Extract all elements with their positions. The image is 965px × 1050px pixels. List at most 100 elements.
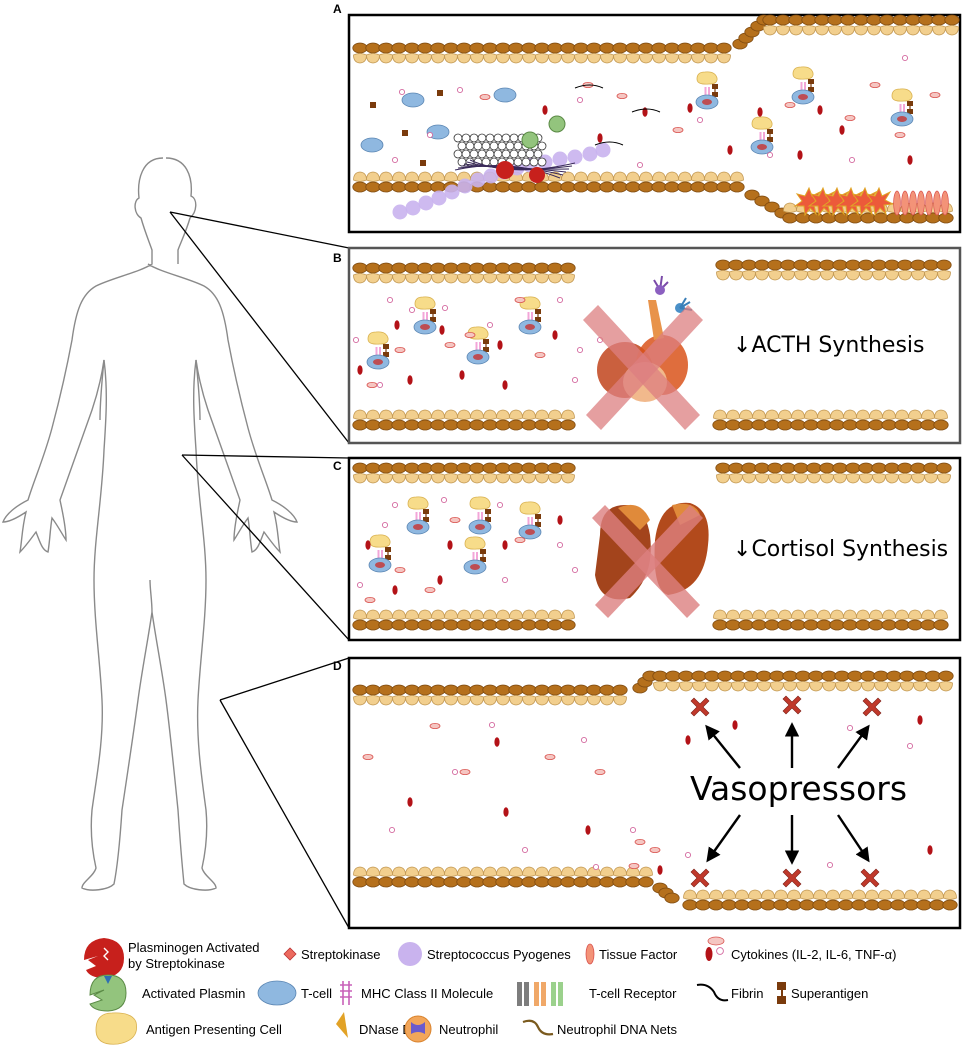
endothelial-cell-surface <box>822 681 836 692</box>
endothelial-cell <box>404 42 420 54</box>
endothelial-cell <box>838 899 854 911</box>
cytokine <box>732 720 738 730</box>
endothelial-cell-surface <box>804 609 818 620</box>
endothelial-cell-surface <box>854 25 868 36</box>
panel-d: D Vasopressors <box>333 656 962 930</box>
endothelial-cell-surface <box>379 53 393 64</box>
endothelial-cell-surface <box>807 473 821 484</box>
endothelial-cell-surface <box>802 25 816 36</box>
endothelial-cell-surface <box>379 409 393 420</box>
endothelial-cell-surface <box>791 409 805 420</box>
plasminogen-icon <box>84 938 124 978</box>
cytokine <box>376 381 384 389</box>
endothelial-cell <box>378 619 394 631</box>
endothelial-cell <box>834 670 850 682</box>
endothelial-cell-surface <box>392 409 406 420</box>
endothelial-cell <box>391 419 407 431</box>
endothelial-cell-surface <box>431 866 445 877</box>
cytokine <box>488 721 496 729</box>
cytokine <box>407 375 413 385</box>
endothelial-cell-surface <box>444 409 458 420</box>
endothelial-cell-surface <box>392 273 406 284</box>
endothelial-cell-surface <box>600 53 614 64</box>
endothelial-cell-surface <box>379 695 393 706</box>
endothelial-cell <box>482 262 498 274</box>
endothelial-cell-surface <box>774 889 788 900</box>
endothelial-cell-surface <box>483 409 497 420</box>
endothelial-cell <box>534 684 550 696</box>
endothelial-cell <box>352 181 368 193</box>
endothelial-cell-surface <box>379 171 393 182</box>
endothelial-cell-surface <box>696 889 710 900</box>
endothelial-cell-surface <box>742 473 756 484</box>
endothelial-cell <box>352 42 368 54</box>
endothelial-cell-surface <box>457 53 471 64</box>
endothelial-cell <box>788 14 804 26</box>
endothelial-cell <box>573 42 589 54</box>
cytokine <box>441 304 449 312</box>
fibrin-mesh-node <box>529 157 539 167</box>
endothelial-cell <box>547 42 563 54</box>
endothelial-cell-surface <box>522 695 536 706</box>
endothelial-cell <box>864 899 880 911</box>
streptococcus-cell <box>392 204 408 220</box>
endothelial-cell <box>780 462 796 474</box>
endothelial-cell-surface <box>781 473 795 484</box>
cytokine <box>848 156 856 164</box>
endothelial-cell <box>352 462 368 474</box>
panel-c-letter: C <box>333 459 342 473</box>
endothelial-cell-surface <box>418 171 432 182</box>
endothelial-cell <box>417 619 433 631</box>
endothelial-cell <box>678 670 694 682</box>
endothelial-cell-surface <box>865 889 879 900</box>
endothelial-cell-surface <box>691 53 705 64</box>
endothelial-cell <box>404 462 420 474</box>
endothelial-cell-surface <box>833 270 847 281</box>
endothelial-cell <box>651 42 667 54</box>
endothelial-cell <box>495 419 511 431</box>
endothelial-cell <box>365 684 381 696</box>
endothelial-cell-surface <box>405 53 419 64</box>
endothelial-cell-surface <box>353 171 367 182</box>
endothelial-cell-surface <box>483 609 497 620</box>
endothelial-cell <box>534 42 550 54</box>
cytokine <box>927 845 933 855</box>
cytokine <box>514 537 526 543</box>
legend-streptokinase: Streptokinase <box>301 947 381 962</box>
endothelial-cell-surface <box>937 473 951 484</box>
endothelial-cell <box>391 462 407 474</box>
endothelial-cell <box>764 419 780 431</box>
t-cell <box>493 87 517 103</box>
fibrin-mesh-node <box>465 141 475 151</box>
neutrophil-dna-nets-icon <box>522 1019 554 1036</box>
endothelial-cell <box>456 684 472 696</box>
endothelial-cell-surface <box>921 609 935 620</box>
cytokine <box>556 296 564 304</box>
endothelial-cell-surface <box>509 273 523 284</box>
endothelial-cell <box>365 181 381 193</box>
endothelial-cell-surface <box>783 202 797 213</box>
endothelial-cell-surface <box>809 681 823 692</box>
legend-fibrin: Fibrin <box>731 986 764 1001</box>
cytokine <box>394 346 406 354</box>
endothelial-cell <box>933 419 949 431</box>
endothelial-cell-surface <box>704 53 718 64</box>
cytokine <box>901 54 909 62</box>
endothelial-cell <box>625 181 641 193</box>
endothelial-cell <box>754 259 770 271</box>
endothelial-cell-surface <box>804 409 818 420</box>
endothelial-cell <box>417 419 433 431</box>
endothelial-cell-surface <box>353 473 367 484</box>
endothelial-cell <box>560 619 576 631</box>
endothelial-cell <box>795 212 811 224</box>
endothelial-cell <box>391 876 407 888</box>
endothelial-cell <box>417 684 433 696</box>
cytokine <box>696 116 704 124</box>
endothelial-cell-surface <box>457 695 471 706</box>
endothelial-cell <box>378 262 394 274</box>
cytokine <box>364 597 376 603</box>
endothelial-cell-surface <box>908 409 922 420</box>
endothelial-cell-surface <box>522 473 536 484</box>
endothelial-cell-surface <box>891 889 905 900</box>
cytokine <box>636 161 644 169</box>
